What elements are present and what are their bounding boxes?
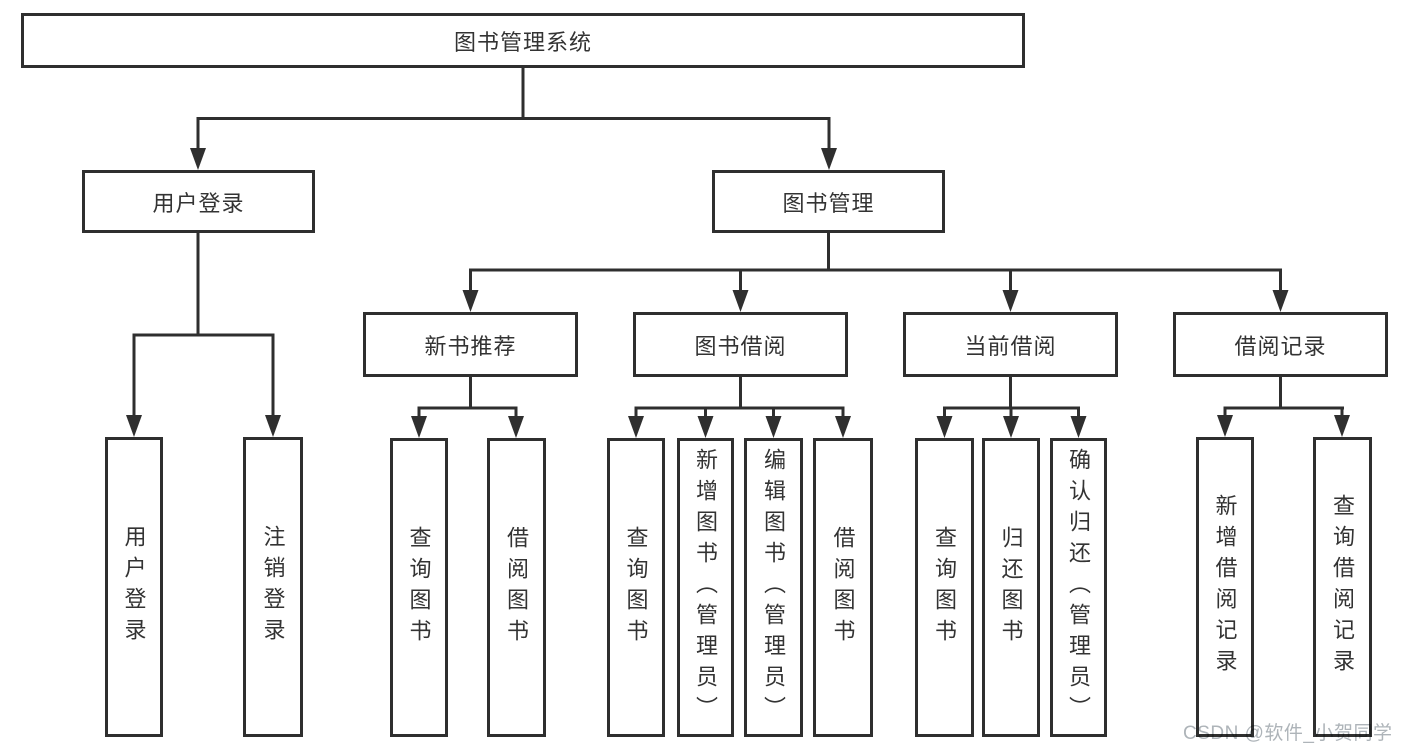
leaf-logout: 注销登录 — [243, 437, 303, 737]
node-book-borrow: 图书借阅 — [633, 312, 848, 377]
leaf-add-borrow-record-label: 新增借阅记录 — [1212, 494, 1238, 680]
node-book-borrow-label: 图书借阅 — [694, 333, 787, 359]
leaf-add-books-admin: 新增图书（管理员） — [677, 438, 734, 737]
leaf-query-books-current: 查询图书 — [915, 438, 974, 737]
leaf-user-login: 用户登录 — [105, 437, 163, 737]
leaf-user-login-label: 用户登录 — [121, 525, 147, 649]
leaf-confirm-return-admin-label: 确认归还（管理员） — [1066, 448, 1092, 727]
node-new-book-recommend-label: 新书推荐 — [424, 333, 517, 359]
node-book-management-label: 图书管理 — [782, 190, 875, 216]
leaf-add-borrow-record: 新增借阅记录 — [1196, 437, 1254, 737]
node-current-borrow: 当前借阅 — [903, 312, 1118, 377]
leaf-query-books-rec-label: 查询图书 — [406, 525, 432, 650]
leaf-borrow-books-rec-label: 借阅图书 — [504, 525, 530, 650]
leaf-borrow-books-label: 借阅图书 — [830, 525, 856, 650]
leaf-edit-books-admin: 编辑图书（管理员） — [744, 438, 803, 737]
node-user-login-label: 用户登录 — [152, 190, 245, 216]
leaf-logout-label: 注销登录 — [260, 525, 286, 649]
leaf-query-borrow-record-label: 查询借阅记录 — [1330, 494, 1356, 680]
leaf-confirm-return-admin: 确认归还（管理员） — [1050, 438, 1107, 737]
leaf-add-books-admin-label: 新增图书（管理员） — [693, 448, 719, 727]
leaf-return-books-label: 归还图书 — [998, 525, 1024, 650]
leaf-edit-books-admin-label: 编辑图书（管理员） — [761, 448, 787, 727]
csdn-watermark: CSDN @软件_小贺同学 — [1183, 723, 1393, 744]
leaf-query-borrow-record: 查询借阅记录 — [1313, 437, 1372, 737]
leaf-borrow-books: 借阅图书 — [813, 438, 873, 737]
node-user-login: 用户登录 — [82, 170, 315, 233]
node-new-book-recommend: 新书推荐 — [363, 312, 578, 377]
node-borrow-records: 借阅记录 — [1173, 312, 1388, 377]
leaf-borrow-books-rec: 借阅图书 — [487, 438, 546, 737]
node-library-management-system: 图书管理系统 — [21, 13, 1025, 68]
leaf-query-books-borrow-label: 查询图书 — [623, 525, 649, 650]
node-book-management: 图书管理 — [712, 170, 945, 233]
node-library-management-system-label: 图书管理系统 — [453, 29, 592, 55]
node-borrow-records-label: 借阅记录 — [1234, 333, 1327, 359]
leaf-query-books-current-label: 查询图书 — [932, 525, 958, 650]
node-current-borrow-label: 当前借阅 — [964, 333, 1057, 359]
leaf-return-books: 归还图书 — [982, 438, 1040, 737]
leaf-query-books-borrow: 查询图书 — [607, 438, 665, 737]
leaf-query-books-rec: 查询图书 — [390, 438, 448, 737]
